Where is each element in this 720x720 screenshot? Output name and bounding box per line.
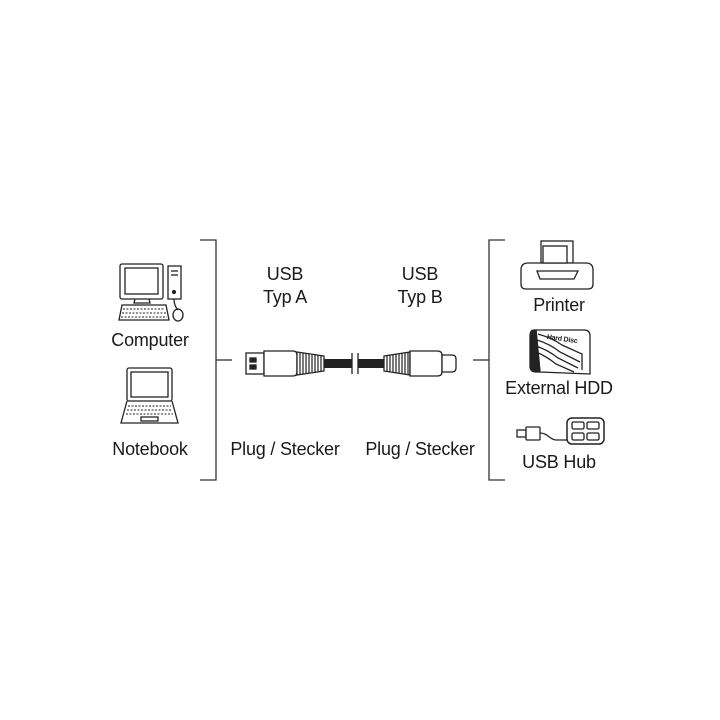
external-hdd-icon <box>529 329 591 375</box>
connector-a-plug-label: Plug / Stecker <box>230 439 340 459</box>
connector-b-plug-label: Plug / Stecker <box>365 439 475 459</box>
cable-segment-right <box>358 359 384 368</box>
usb-type-a-connector <box>245 350 325 377</box>
printer-icon <box>520 240 594 290</box>
connector-b-title-line2: Typ B <box>397 287 443 307</box>
usb-type-b-connector <box>383 350 457 377</box>
cable-break-mark <box>351 353 359 374</box>
connector-a-title-line2: Typ A <box>262 287 308 307</box>
computer-label: Computer <box>111 330 189 350</box>
computer-icon <box>118 263 184 322</box>
printer-label: Printer <box>533 295 585 315</box>
usb-cable <box>245 350 457 377</box>
connector-a-title-line1: USB <box>266 264 304 284</box>
cable-segment-left <box>324 359 352 368</box>
usb-hub-label: USB Hub <box>522 452 596 472</box>
notebook-icon <box>120 367 179 424</box>
external-hdd-label: External HDD <box>505 378 613 398</box>
connector-b-title-line1: USB <box>401 264 439 284</box>
usb-hub-icon <box>516 417 605 445</box>
right-bracket <box>473 239 505 481</box>
notebook-label: Notebook <box>112 439 188 459</box>
left-bracket <box>200 239 232 481</box>
